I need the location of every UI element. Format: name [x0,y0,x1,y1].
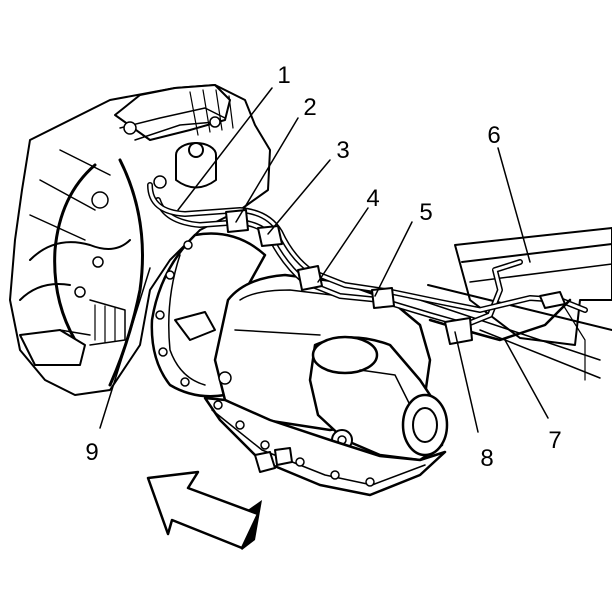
callout-9: 9 [85,439,98,466]
callout-labels: 1 2 3 4 5 6 7 8 9 [85,62,561,472]
front-direction-arrow-icon [146,470,262,550]
transmission-case [150,232,449,497]
callout-4: 4 [366,185,379,212]
callout-3: 3 [336,137,349,164]
callout-7: 7 [548,427,561,454]
callout-5: 5 [419,199,432,226]
callout-1: 1 [277,62,290,89]
callout-2: 2 [303,94,316,121]
frame-rail [419,227,612,381]
leader-lines [99,87,549,433]
cooler-lines [147,182,588,345]
engine-block [9,84,271,396]
callout-8: 8 [480,445,493,472]
callout-6: 6 [487,122,500,149]
